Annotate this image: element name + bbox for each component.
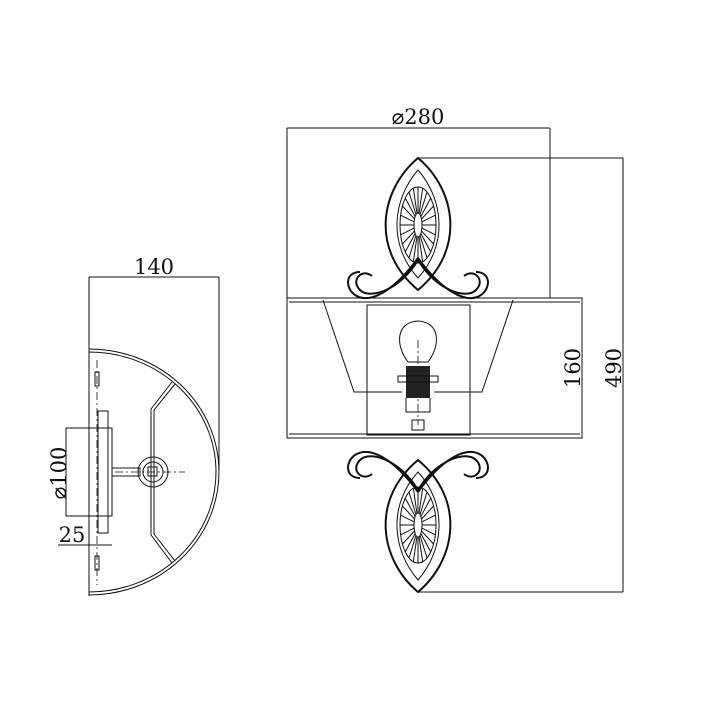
total-height-label: 490 [602, 348, 626, 388]
medallion-spoke [408, 491, 417, 515]
backplate [366, 304, 471, 436]
medallion-spoke [408, 191, 417, 215]
medallion-spoke [421, 227, 436, 236]
medallion-spoke [400, 514, 415, 523]
medallion-spoke [412, 536, 418, 562]
medallion-spoke [420, 533, 432, 553]
shade [286, 297, 583, 439]
medallion-spoke [421, 214, 436, 223]
bulb [399, 320, 437, 363]
medallion-spoke [419, 191, 428, 215]
medallion-spoke [412, 236, 418, 262]
medallion-spoke [421, 530, 434, 545]
shade-frame [322, 299, 514, 393]
side-view: 140 ⌀100 25 [47, 255, 220, 596]
depth-label: 140 [134, 255, 174, 279]
arm [111, 467, 141, 477]
medallion-spoke [421, 205, 434, 220]
medallion-spoke [408, 235, 417, 259]
medallion-spoke [420, 233, 432, 253]
medallion-spoke [421, 505, 434, 520]
base-depth-label: 25 [59, 523, 86, 547]
medallion-spoke [404, 533, 416, 553]
socket-square [147, 466, 158, 477]
medallion-spoke [400, 527, 415, 536]
medallion-spoke [402, 530, 415, 545]
shade-inner-outline [88, 351, 217, 593]
medallion-spoke [400, 214, 415, 223]
medallion-spoke [419, 235, 428, 259]
medallion-spoke [418, 536, 424, 562]
medallion-spoke [402, 205, 415, 220]
medallion-spoke [420, 497, 432, 517]
medallion-spoke [421, 514, 436, 523]
medallion-spoke [402, 230, 415, 245]
mount-bolt [411, 419, 425, 431]
shade-diameter-label: ⌀280 [392, 105, 445, 129]
medallion-spoke [408, 535, 417, 559]
mounting-plate [97, 410, 109, 534]
screw-top [94, 371, 100, 387]
socket-ring [397, 375, 439, 383]
medallion-spoke [418, 488, 424, 514]
medallion-spoke [404, 233, 416, 253]
medallion-spoke [421, 230, 434, 245]
upper-ornament [347, 156, 489, 300]
medallion-spoke [404, 197, 416, 217]
medallion-spoke [412, 188, 418, 214]
medallion-spoke [404, 497, 416, 517]
lower-ornament [347, 450, 489, 594]
medallion-spoke [418, 236, 424, 262]
front-view: ⌀280 160 490 [286, 105, 626, 594]
medallion-spoke [420, 197, 432, 217]
socket-base [405, 398, 431, 413]
screw-bottom [94, 555, 100, 571]
medallion-spoke [419, 491, 428, 515]
base-diameter-label: ⌀100 [47, 447, 71, 500]
medallion-spoke [419, 535, 428, 559]
medallion-spoke [400, 227, 415, 236]
shade-outline [88, 348, 220, 596]
shade-height-label: 160 [561, 348, 585, 388]
medallion-spoke [421, 527, 436, 536]
medallion-spoke [418, 188, 424, 214]
medallion-spoke [402, 505, 415, 520]
medallion-spoke [412, 488, 418, 514]
